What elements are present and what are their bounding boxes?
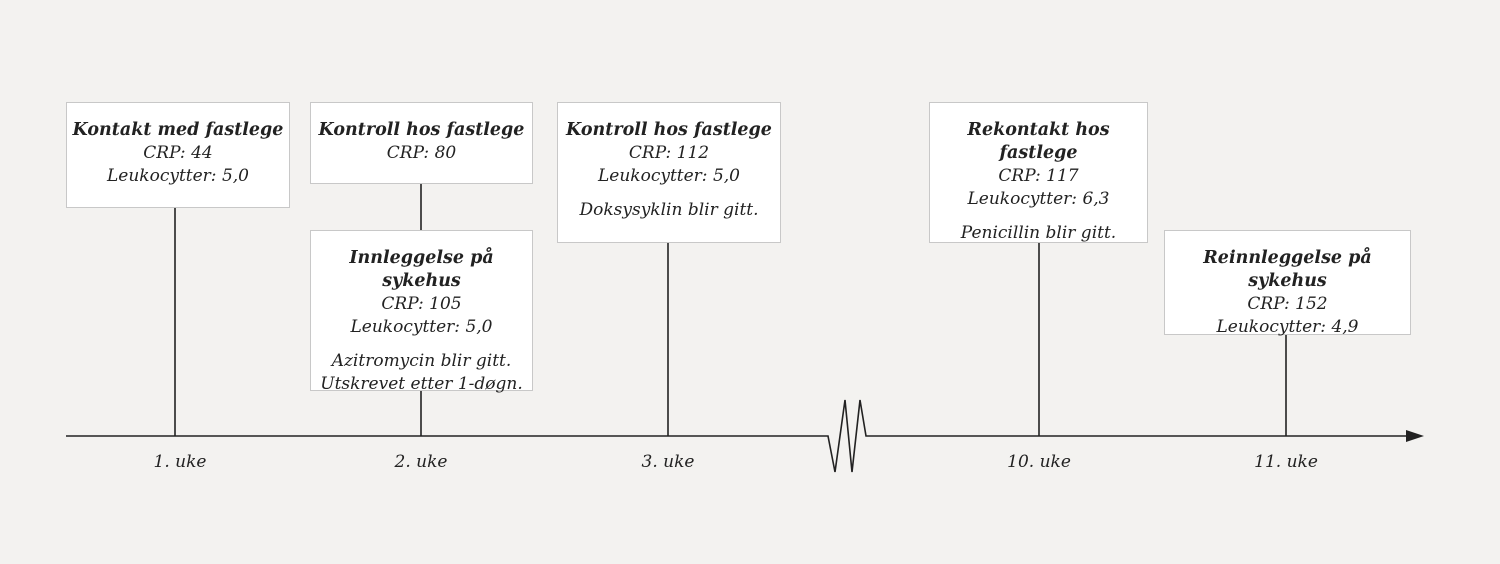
event-note: Utskrevet etter 1-døgn.: [320, 374, 523, 394]
event-leukocytes: Leukocytter: 5,0: [598, 166, 740, 186]
event-box-3: Kontroll hos fastlege CRP: 112 Leukocytt…: [557, 102, 781, 243]
event-box-11: Reinnleggelse på sykehus CRP: 152 Leukoc…: [1164, 230, 1411, 337]
event-crp: CRP: 112: [628, 143, 710, 163]
event-crp: CRP: 152: [1247, 294, 1328, 314]
event-note: Penicillin blir gitt.: [960, 223, 1117, 243]
event-note: Doksysyklin blir gitt.: [579, 200, 759, 220]
event-title: Rekontakt hos fastlege: [967, 120, 1110, 163]
event-title: Reinnleggelse på sykehus: [1203, 248, 1372, 291]
event-leukocytes: Leukocytter: 4,9: [1216, 317, 1359, 337]
axis-label-week-2: 2. uke: [394, 452, 448, 472]
event-crp: CRP: 44: [143, 143, 213, 163]
axis-label-week-10: 10. uke: [1007, 452, 1071, 472]
event-leukocytes: Leukocytter: 5,0: [350, 317, 493, 337]
axis-label-week-1: 1. uke: [153, 452, 207, 472]
event-crp: CRP: 117: [998, 166, 1079, 186]
event-box-1: Kontakt med fastlege CRP: 44 Leukocytter…: [66, 102, 290, 208]
event-title: Innleggelse på sykehus: [349, 248, 494, 291]
axis-label-week-3: 3. uke: [641, 452, 695, 472]
event-leukocytes: Leukocytter: 5,0: [107, 166, 249, 186]
axis-arrowhead: [1406, 430, 1424, 442]
event-box-10: Rekontakt hos fastlege CRP: 117 Leukocyt…: [929, 102, 1148, 243]
event-leukocytes: Leukocytter: 6,3: [967, 189, 1110, 209]
axis-label-week-11: 11. uke: [1254, 452, 1318, 472]
event-crp: CRP: 80: [386, 143, 457, 163]
timeline-axis: [66, 399, 1408, 473]
event-box-2b: Innleggelse på sykehus CRP: 105 Leukocyt…: [310, 230, 533, 394]
event-title: Kontakt med fastlege: [72, 120, 284, 140]
event-title: Kontroll hos fastlege: [318, 120, 525, 140]
event-note: Azitromycin blir gitt.: [331, 351, 512, 371]
event-title: Kontroll hos fastlege: [566, 120, 772, 140]
event-crp: CRP: 105: [381, 294, 462, 314]
event-box-2a: Kontroll hos fastlege CRP: 80: [310, 102, 533, 184]
